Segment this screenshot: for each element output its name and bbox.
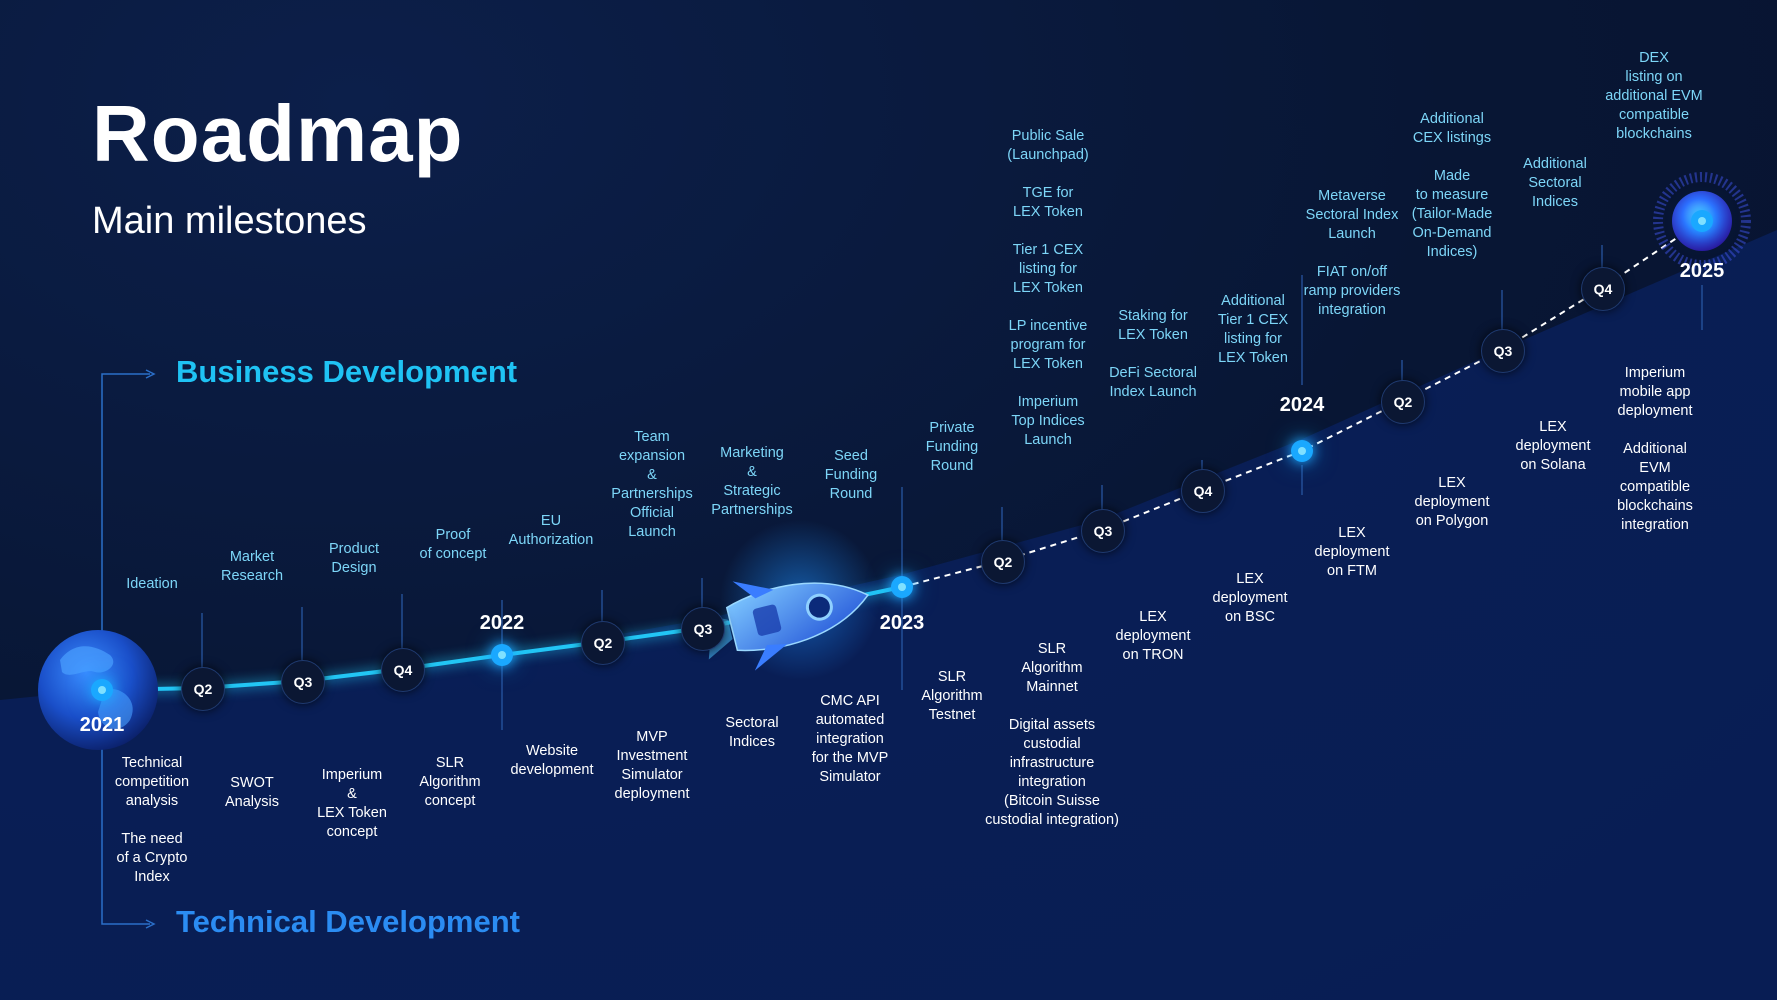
quarter-node: Q2: [181, 667, 225, 711]
technical-milestone: LEX deployment on Polygon: [1414, 475, 1490, 529]
page-title: Roadmap: [92, 89, 464, 178]
technical-milestone: MVP Investment Simulator deployment: [614, 729, 690, 802]
business-milestone: Public Sale (Launchpad) TGE for LEX Toke…: [1007, 128, 1089, 448]
business-milestone: Metaverse Sectoral Index Launch FIAT on/…: [1303, 188, 1401, 318]
quarter-node: Q3: [1481, 329, 1525, 373]
technical-milestone: LEX deployment on TRON: [1115, 609, 1191, 663]
quarter-node: Q4: [1181, 469, 1225, 513]
technical-milestone: LEX deployment on Solana: [1515, 419, 1591, 473]
technical-milestone: SLR Algorithm concept: [419, 755, 481, 809]
technical-milestone: LEX deployment on FTM: [1314, 525, 1390, 579]
business-milestone: Proof of concept: [419, 527, 487, 562]
quarter-node: Q2: [1381, 380, 1425, 424]
technical-bracket-arrow: [145, 919, 156, 929]
business-milestone: Marketing & Strategic Partnerships: [711, 445, 793, 518]
business-bracket: [101, 373, 150, 690]
year-node-2023: [891, 576, 913, 598]
business-milestone: EU Authorization: [508, 513, 594, 548]
year-node-2025: [1691, 210, 1713, 232]
business-milestone: Private Funding Round: [925, 420, 979, 474]
technical-milestone: SLR Algorithm Testnet: [921, 669, 983, 723]
quarter-node: Q4: [381, 648, 425, 692]
technical-milestone: Sectoral Indices: [725, 715, 779, 750]
business-milestone: Additional Sectoral Indices: [1523, 156, 1587, 210]
technical-milestone: LEX deployment on BSC: [1212, 571, 1288, 625]
business-milestone: Staking for LEX Token DeFi Sectoral Inde…: [1109, 308, 1197, 400]
business-bracket-arrow: [145, 369, 156, 379]
quarter-node: Q2: [981, 540, 1025, 584]
year-label-2024: 2024: [1279, 394, 1325, 416]
year-node-2022: [491, 644, 513, 666]
technical-milestone: Website development: [510, 743, 594, 778]
technical-milestone: Technical competition analysis The need …: [114, 755, 190, 885]
technical-milestone: Imperium mobile app deployment Additiona…: [1617, 365, 1693, 533]
business-milestone: Product Design: [329, 541, 379, 576]
business-development-heading: Business Development: [176, 354, 518, 389]
year-label-2025: 2025: [1679, 260, 1725, 282]
year-label-2021: 2021: [79, 714, 125, 736]
technical-milestone: SWOT Analysis: [225, 775, 279, 810]
business-milestone: Market Research: [220, 549, 284, 584]
quarter-node: Q2: [581, 621, 625, 665]
technical-bracket: [101, 700, 150, 925]
technical-milestone: CMC API automated integration for the MV…: [811, 693, 889, 785]
quarter-node: Q4: [1581, 267, 1625, 311]
year-label-2023: 2023: [879, 612, 925, 634]
technical-milestone: SLR Algorithm Mainnet Digital assets cus…: [985, 641, 1119, 828]
page-subtitle: Main milestones: [92, 200, 367, 242]
quarter-node: Q3: [1081, 509, 1125, 553]
technical-milestone: Imperium & LEX Token concept: [317, 767, 387, 840]
business-milestone: Ideation: [126, 576, 178, 592]
business-milestone: Team expansion & Partnerships Official L…: [611, 429, 693, 540]
year-label-2022: 2022: [479, 612, 525, 634]
business-milestone: Additional CEX listings Made to measure …: [1411, 111, 1493, 260]
lower-band: [0, 230, 1777, 1000]
technical-development-heading: Technical Development: [176, 904, 520, 939]
quarter-node: Q3: [281, 660, 325, 704]
business-milestone: DEX listing on additional EVM compatible…: [1605, 50, 1703, 142]
business-milestone: Additional Tier 1 CEX listing for LEX To…: [1217, 293, 1289, 366]
business-milestone: Seed Funding Round: [824, 448, 878, 502]
year-node-2024: [1291, 440, 1313, 462]
year-node-2021: [91, 679, 113, 701]
quarter-node: Q3: [681, 607, 725, 651]
